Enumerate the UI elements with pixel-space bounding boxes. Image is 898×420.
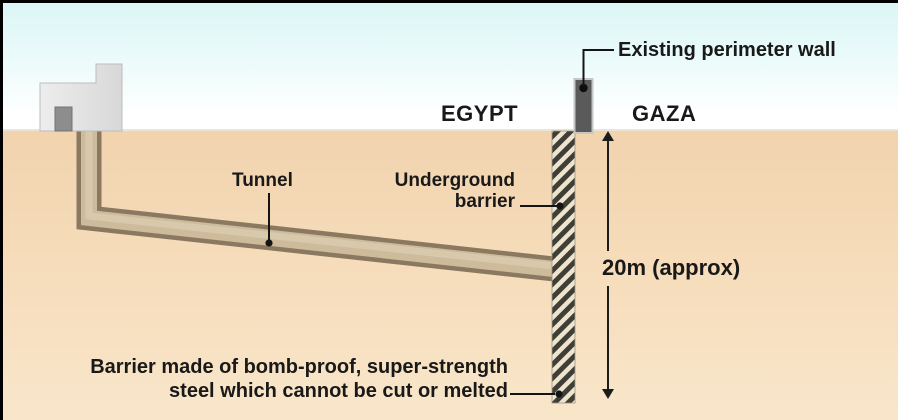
label-underground-barrier-line2: barrier [454, 191, 515, 212]
tunnel-shaft [76, 125, 556, 282]
leader-perimeter-wall [582, 49, 614, 86]
leader-lines [265, 49, 614, 398]
depth-arrow [602, 131, 614, 399]
label-barrier-note-line1: Barrier made of bomb-proof, super-streng… [90, 356, 508, 378]
label-depth-20m: 20m (approx) [602, 255, 741, 280]
label-egypt: EGYPT [441, 101, 519, 126]
label-gaza: GAZA [632, 101, 697, 126]
underground-barrier-hatch [551, 130, 576, 404]
building-door [54, 106, 73, 132]
frame-top-border [0, 0, 898, 3]
smuggler-building [39, 63, 123, 132]
perimeter-wall [573, 78, 594, 134]
label-underground-barrier-line1: Underground [394, 170, 515, 191]
label-tunnel: Tunnel [232, 170, 293, 191]
frame-left-border [0, 0, 3, 420]
label-existing-perimeter-wall: Existing perimeter wall [618, 39, 836, 61]
label-barrier-note-line2: steel which cannot be cut or melted [169, 380, 508, 402]
label-underground-barrier: Underground barrier [395, 170, 515, 212]
sky-background [0, 0, 898, 131]
label-barrier-note: Barrier made of bomb-proof, super-streng… [90, 355, 508, 403]
sand-ground [0, 129, 898, 420]
